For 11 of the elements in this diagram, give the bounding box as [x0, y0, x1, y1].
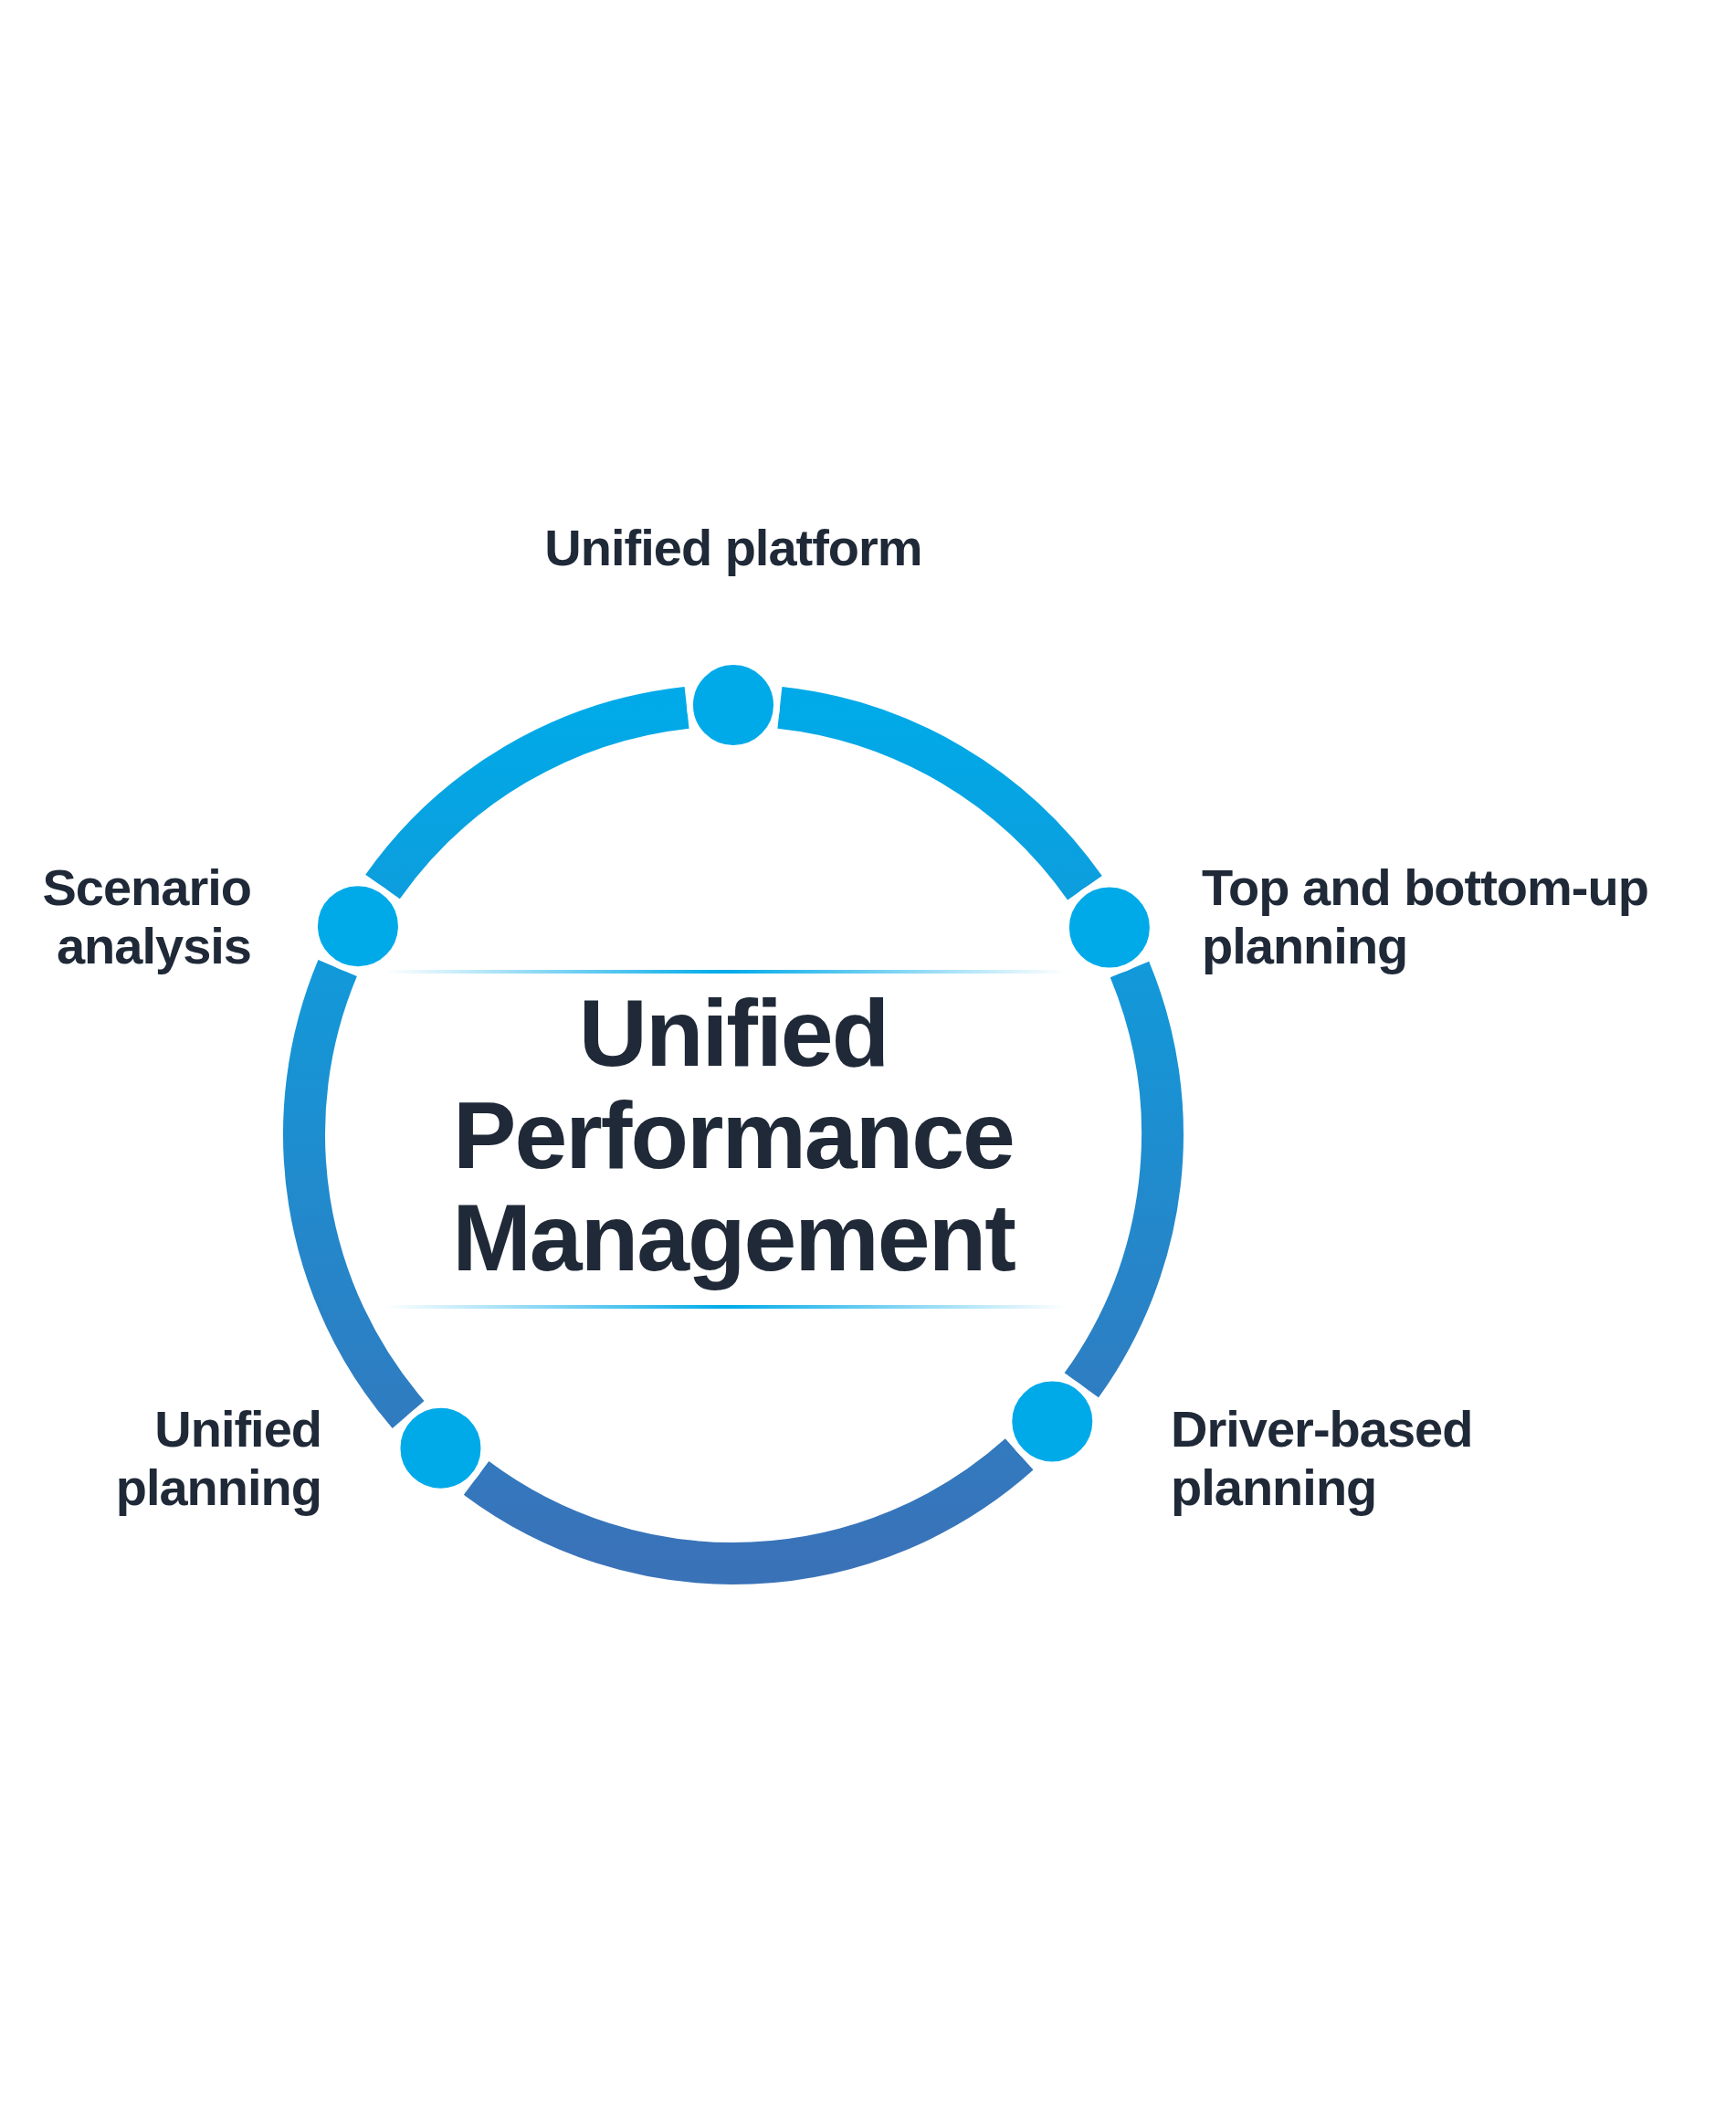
dot-caption: Top and bottom-up planning	[1202, 858, 1649, 975]
ring-segment	[283, 961, 426, 1427]
center-title: Unified Performance Management	[451, 982, 1016, 1289]
ring-segment	[366, 687, 690, 900]
ring-segment	[776, 687, 1101, 901]
dot-caption: Unified platform	[543, 519, 923, 577]
ring-segment	[1063, 963, 1184, 1397]
dot-caption: Scenario analysis	[41, 858, 251, 975]
dot-caption: Unified planning	[114, 1400, 321, 1517]
dot-caption: Driver-based planning	[1171, 1400, 1474, 1517]
ring-segment	[464, 1437, 1033, 1584]
